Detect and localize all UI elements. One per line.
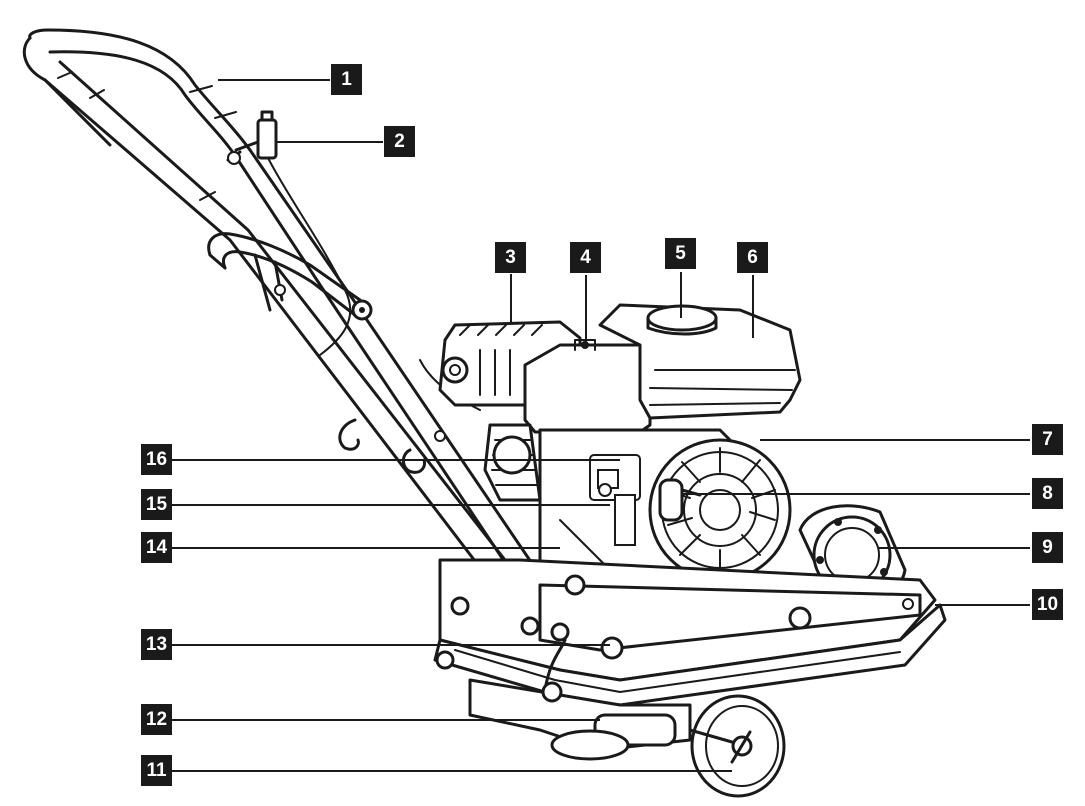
callout-12: 12: [141, 704, 172, 735]
callout-15: 15: [141, 489, 172, 520]
throttle-lever: [226, 110, 481, 411]
callout-6: 6: [737, 242, 768, 273]
callout-5: 5: [665, 238, 696, 269]
recoil-starter: [648, 438, 792, 582]
base-plate: [433, 558, 947, 707]
callout-4: 4: [570, 242, 601, 273]
lower-handle: [207, 232, 446, 474]
callout-16: 16: [141, 444, 172, 475]
callout-9: 9: [1032, 532, 1063, 563]
callout-8: 8: [1032, 478, 1063, 509]
callout-11: 11: [141, 755, 172, 786]
main-handle: [22, 28, 552, 622]
wheel-kit: [468, 638, 786, 798]
callout-7: 7: [1032, 424, 1063, 455]
callout-3: 3: [495, 242, 526, 273]
callout-1: 1: [331, 64, 362, 95]
leader-lines: [172, 79, 1030, 772]
callout-14: 14: [141, 532, 172, 563]
fuel-tank: [598, 303, 802, 420]
callout-13: 13: [141, 629, 172, 660]
callout-10: 10: [1032, 589, 1063, 620]
callout-2: 2: [384, 126, 415, 157]
